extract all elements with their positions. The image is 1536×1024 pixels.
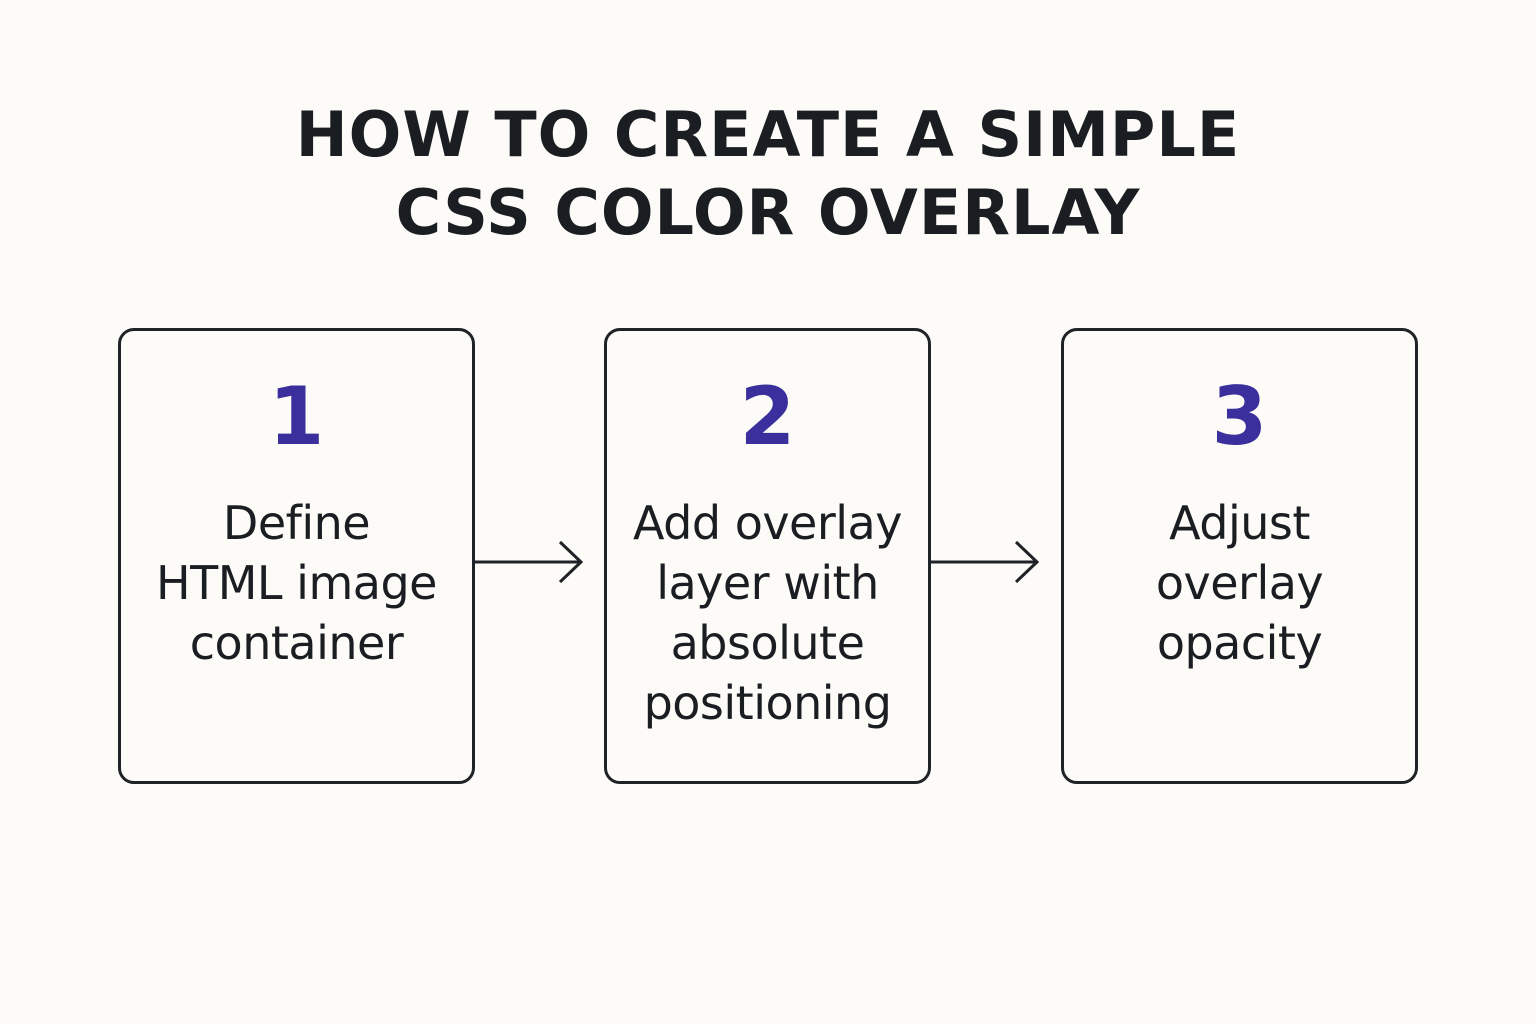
step-number-2: 2 <box>739 370 796 463</box>
step-2-line-2: layer with <box>656 556 879 610</box>
step-box-1: 1 Define HTML image container <box>118 328 475 784</box>
page-title: HOW TO CREATE A SIMPLE CSS COLOR OVERLAY <box>0 96 1536 252</box>
step-2-line-3: absolute <box>670 616 865 670</box>
step-box-2: 2 Add overlay layer with absolute positi… <box>604 328 931 784</box>
step-3-line-1: Adjust <box>1169 496 1310 550</box>
step-box-3: 3 Adjust overlay opacity <box>1061 328 1418 784</box>
step-text-3: Adjust overlay opacity <box>1064 493 1415 673</box>
step-number-1: 1 <box>268 370 325 463</box>
step-1-line-2: HTML image <box>156 556 437 610</box>
arrow-right-icon <box>475 540 584 584</box>
step-3-line-3: opacity <box>1156 616 1323 670</box>
step-text-2: Add overlay layer with absolute position… <box>607 493 928 733</box>
step-3-line-2: overlay <box>1155 556 1324 610</box>
step-1-line-3: container <box>189 616 404 670</box>
step-2-line-1: Add overlay <box>633 496 902 550</box>
title-line-1: HOW TO CREATE A SIMPLE <box>295 98 1241 171</box>
step-1-line-1: Define <box>222 496 371 550</box>
title-line-2: CSS COLOR OVERLAY <box>395 176 1141 249</box>
step-text-1: Define HTML image container <box>121 493 472 673</box>
step-number-3: 3 <box>1211 370 1268 463</box>
step-2-line-4: positioning <box>643 676 892 730</box>
arrow-right-icon <box>931 540 1040 584</box>
